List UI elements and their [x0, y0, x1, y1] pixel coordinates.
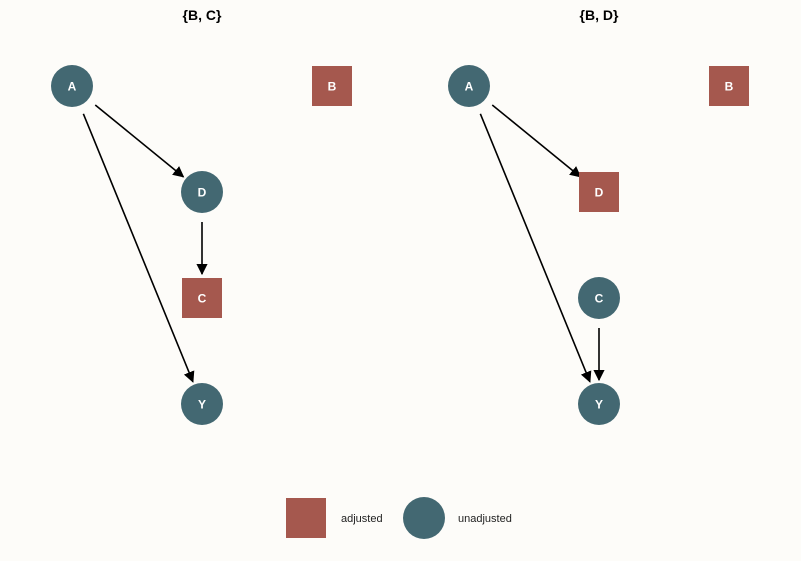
adjusted-node-square — [182, 278, 222, 318]
node-label: Y — [198, 398, 206, 412]
node-A: A — [448, 65, 490, 107]
legend-swatch-square — [286, 498, 326, 538]
legend-label: adjusted — [341, 513, 383, 525]
legend: adjusted unadjusted — [286, 497, 512, 539]
node-label: A — [465, 80, 474, 94]
legend-item-unadjusted: unadjusted — [403, 497, 512, 539]
node-D: D — [579, 172, 619, 212]
panel-1: {B, C} A B D C Y — [51, 7, 352, 425]
edge-A-to-D — [94, 104, 185, 178]
edge-A-to-Y — [82, 113, 195, 383]
node-B: B — [312, 66, 352, 106]
node-label: D — [595, 186, 604, 200]
node-label: B — [328, 80, 337, 94]
adjusted-node-square — [579, 172, 619, 212]
node-label: Y — [595, 398, 603, 412]
panel-title: {B, D} — [580, 7, 619, 23]
node-B: B — [709, 66, 749, 106]
node-A: A — [51, 65, 93, 107]
legend-item-adjusted: adjusted — [286, 498, 383, 538]
adjusted-node-square — [709, 66, 749, 106]
node-label: B — [725, 80, 734, 94]
node-C: C — [182, 278, 222, 318]
node-label: C — [595, 292, 604, 306]
node-Y: Y — [181, 383, 223, 425]
unadjusted-node-circle — [578, 383, 620, 425]
unadjusted-node-circle — [181, 383, 223, 425]
adjusted-node-square — [312, 66, 352, 106]
panel-2: {B, D} A B D C Y — [448, 7, 749, 425]
panel-title: {B, C} — [183, 7, 222, 23]
node-label: A — [68, 80, 77, 94]
node-Y: Y — [578, 383, 620, 425]
unadjusted-node-circle — [51, 65, 93, 107]
unadjusted-node-circle — [578, 277, 620, 319]
node-label: C — [198, 292, 207, 306]
node-label: D — [198, 186, 207, 200]
unadjusted-node-circle — [448, 65, 490, 107]
edge-A-to-Y — [479, 113, 592, 383]
edge-A-to-D — [491, 104, 582, 178]
node-D: D — [181, 171, 223, 213]
legend-swatch-circle — [403, 497, 445, 539]
unadjusted-node-circle — [181, 171, 223, 213]
node-C: C — [578, 277, 620, 319]
legend-label: unadjusted — [458, 513, 512, 525]
